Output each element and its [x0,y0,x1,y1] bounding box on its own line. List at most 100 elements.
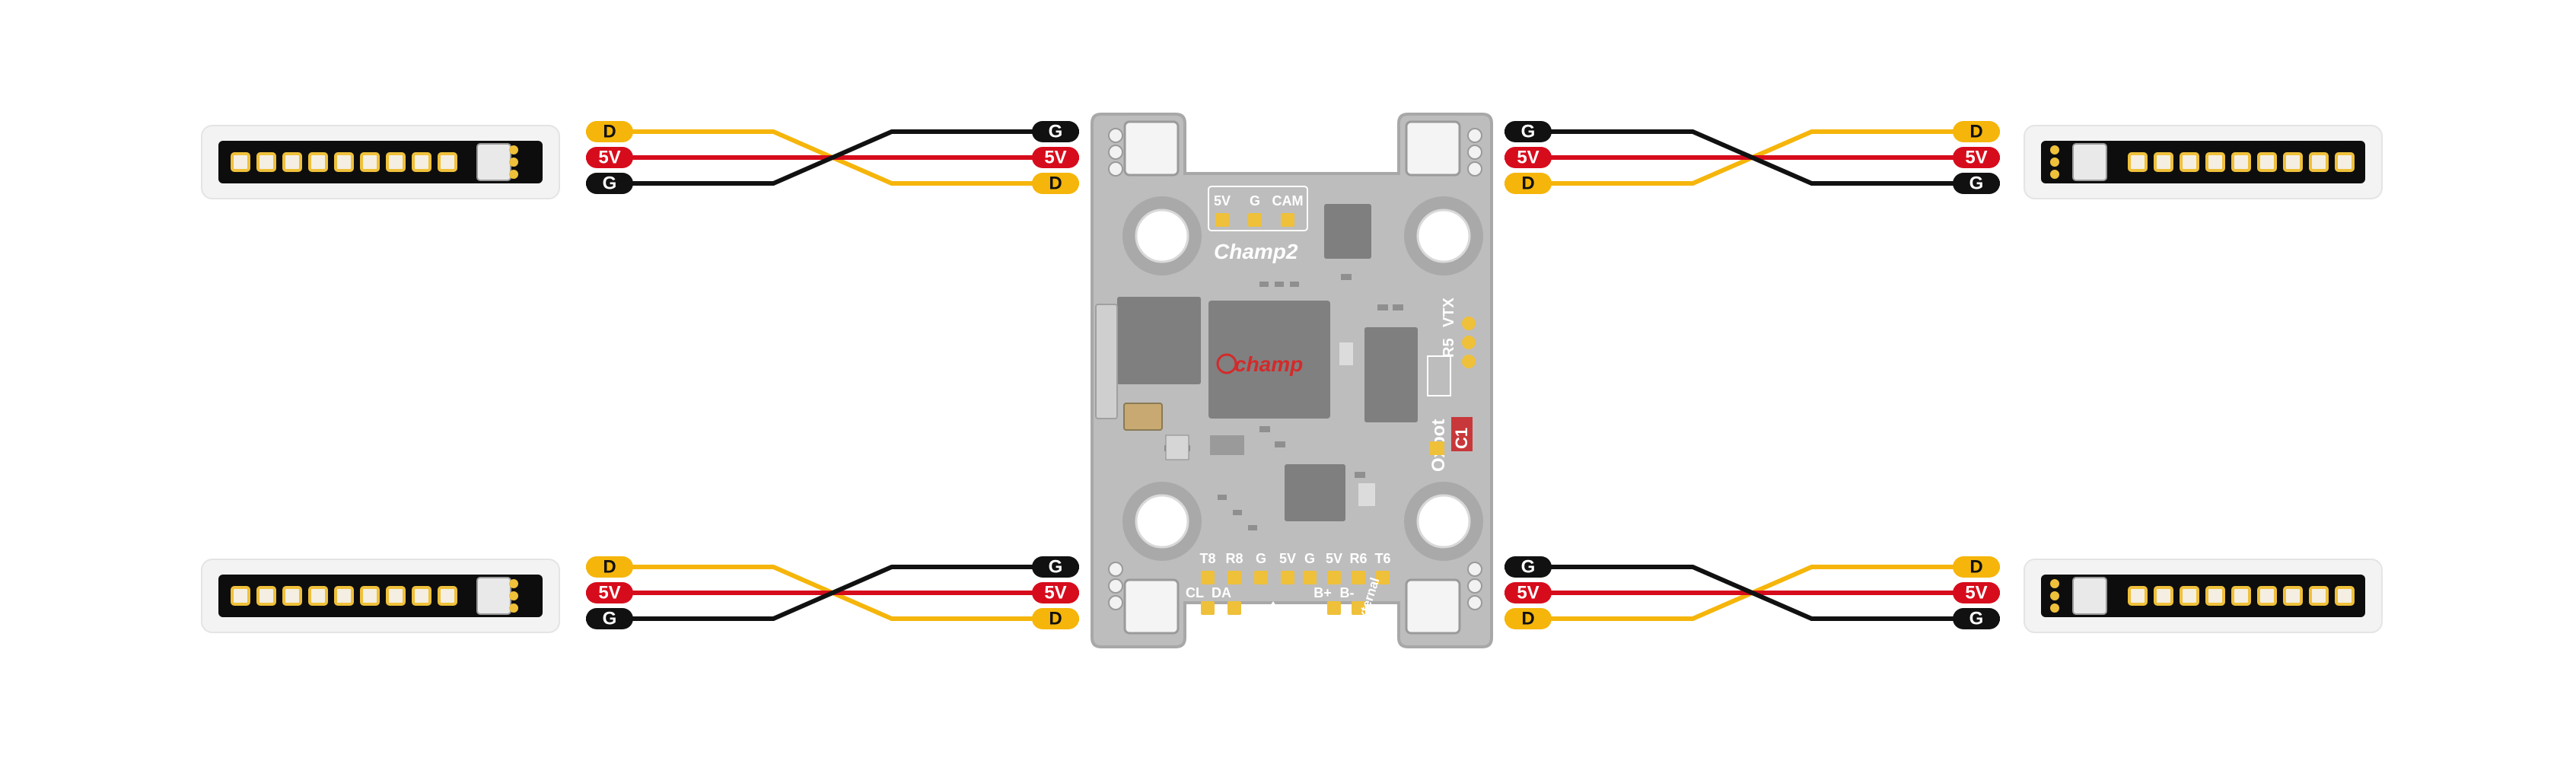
barometer [1123,403,1163,431]
led-strip-bottom-right [2024,559,2383,633]
top-right-strip-end-data-label: D [1953,121,2000,142]
led-strip-top-right-pcb [2041,141,2365,183]
led-strip-top-left [201,125,560,199]
bottom-left-board-end-ground-label: G [1032,556,1079,578]
led-strip-top-right-pad [2050,145,2059,154]
bottom-left-strip-end-power-label: 5V [586,582,633,603]
chip-left [1117,297,1201,384]
top-right-board-end-ground-text: G [1521,121,1536,142]
connector-top-right [1405,120,1461,177]
top-left-board-end-power-text: 5V [1044,147,1066,167]
bottom-left-board-end-power-label: 5V [1032,582,1079,603]
top-right-strip-end-ground-capsule [1953,173,2000,194]
led-strip-top-right-pad [2050,170,2059,179]
led-strip-top-left-pad [509,170,518,179]
bottom-right-strip-end-power-capsule [1953,582,2000,603]
top-left-strip-end-ground-text: G [603,173,617,193]
led-strip-top-left-led [308,152,328,172]
top-left-board-end-data-label: D [1032,173,1079,194]
pad-label-t8: T8 [1199,551,1215,566]
led-strip-bottom-right-led [2257,586,2277,606]
bottom-left-strip-end-ground-capsule [586,608,633,629]
top-left-strip-end-data-label: D [586,121,633,142]
mcu-chip [1208,301,1330,419]
top-left-board-end-power-capsule [1032,147,1079,168]
bottom-left-strip-end-data-label: D [586,556,633,578]
top-right-strip-end-data-capsule [1953,121,2000,142]
led-strip-top-right-led [2257,152,2277,172]
top-left-strip-end-data-capsule [586,121,633,142]
led-strip-bottom-left-pad [509,603,518,613]
led-strip-top-right-led [2231,152,2251,172]
led-strip-top-left-led [360,152,380,172]
led-strip-bottom-right-pad [2050,579,2059,588]
pad-label-r6: R6 [1349,551,1367,566]
led-strip-bottom-left-led [282,586,302,606]
bottom-left-board-end-data-capsule [1032,608,1079,629]
led-strip-bottom-left-led [412,586,431,606]
led-strip-top-left-pad [509,158,518,167]
bottom-right-board-end-power-text: 5V [1517,582,1539,603]
top-right-ground-wire [1505,129,2000,186]
top-right-board-end-power-label: 5V [1505,147,1552,168]
top-left-board-end-data-text: D [1049,173,1062,193]
top-right-board-end-data-capsule [1505,173,1552,194]
camera-pads [1215,213,1294,227]
vtx-label-r5: R5 [1441,338,1457,358]
bottom-right-strip-end-ground-label: G [1953,608,2000,629]
pads-bottom-left [1108,562,1123,610]
vtx-label-vtx: VTX [1441,297,1457,327]
bottom-left-strip-end-power-text: 5V [598,582,620,603]
bottom-right-wire-harness: D 5V G D 5V G [1505,556,2000,629]
led-strip-top-left-pcb [218,141,543,183]
top-left-board-end-power-label: 5V [1032,147,1079,168]
small-components [1164,274,1403,530]
pad-label-b-plus: B+ [1313,585,1332,600]
led-strip-top-right-led [2205,152,2225,172]
led-strip-top-left-led [282,152,302,172]
led-strip-top-right-connector [2072,143,2107,181]
pad-label-da: DA [1212,585,1231,600]
led-strip-bottom-right-led [2205,586,2225,606]
pad-label-5v-right: 5V [1326,551,1342,566]
led-strip-top-right-led [2154,152,2173,172]
top-right-board-end-data-label: D [1505,173,1552,194]
top-left-board-end-ground-label: G [1032,121,1079,142]
top-left-strip-end-power-capsule [586,147,633,168]
connector-top-left [1123,120,1180,177]
bottom-left-board-end-ground-text: G [1049,556,1063,577]
bottom-left-board-end-data-text: D [1049,608,1062,629]
connector-bottom-left [1123,578,1180,635]
bottom-right-board-end-ground-capsule [1505,556,1552,578]
bottom-left-strip-end-data-text: D [603,556,616,577]
bottom-right-board-end-data-label: D [1505,608,1552,629]
led-strip-bottom-right-led [2335,586,2355,606]
led-strip-top-right-pad [2050,158,2059,167]
top-left-strip-end-ground-label: G [586,173,633,194]
top-left-ground-wire [586,129,1079,186]
bottom-left-strip-end-ground-label: G [586,608,633,629]
led-strip-top-left-led [231,152,250,172]
bottom-right-board-end-ground-text: G [1521,556,1536,577]
pad-label-g-right: G [1304,551,1315,566]
led-strip-top-left-led [438,152,457,172]
pad-label-cl: CL [1186,585,1204,600]
top-left-strip-end-power-text: 5V [598,147,620,167]
top-right-strip-end-ground-text: G [1969,173,1984,193]
led-strip-bottom-left-led [438,586,457,606]
camera-pad-label-g: G [1250,193,1260,209]
camera-pad-group [1208,186,1308,231]
led-strip-bottom-right-led [2309,586,2329,606]
pad-label-b-minus: B- [1340,585,1355,600]
led-strip-bottom-left-led [256,586,276,606]
bottom-right-board-end-ground-label: G [1505,556,1552,578]
bottom-right-strip-end-power-label: 5V [1953,582,2000,603]
led-strip-bottom-left-led [386,586,406,606]
led-strip-bottom-left-connector [476,577,511,615]
top-left-board-end-ground-text: G [1049,121,1063,142]
led-strip-top-right-led [2309,152,2329,172]
led-strip-bottom-left-led [231,586,250,606]
bottom-right-strip-end-data-text: D [1969,556,1982,577]
